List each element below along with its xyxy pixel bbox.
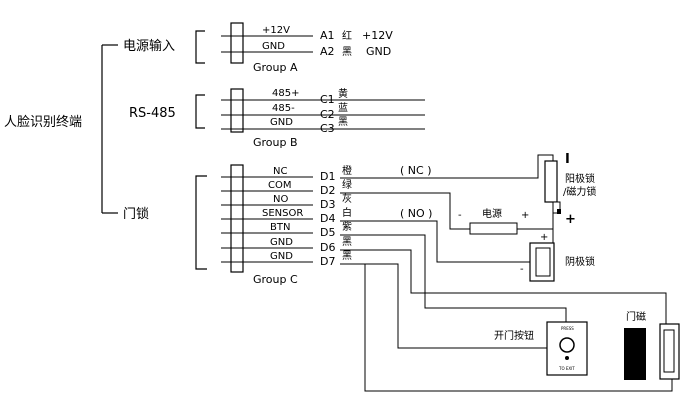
wire-d7-gnd-button xyxy=(340,263,547,349)
a1-color: 红 xyxy=(342,29,352,42)
d6-pin: GND xyxy=(270,237,293,248)
power-supply-plus: + xyxy=(521,210,529,221)
anode-lock-terminal xyxy=(557,209,561,214)
wire-d6-gnd xyxy=(340,249,667,324)
a2-color: 黑 xyxy=(342,46,352,58)
power-input-label: 电源输入 xyxy=(123,38,175,54)
d3-pin: NO xyxy=(273,194,288,205)
wire-d5-btn xyxy=(340,234,567,322)
power-supply-minus: - xyxy=(458,210,462,221)
a1-pin: +12V xyxy=(262,25,290,36)
d4-pin: SENSOR xyxy=(262,208,303,219)
d5-pin: BTN xyxy=(270,222,290,233)
exit-button-dot xyxy=(565,356,569,360)
c1-pin: 485+ xyxy=(272,88,299,99)
d2-code: D2 xyxy=(320,184,335,197)
d6-color: 黑 xyxy=(342,236,352,248)
rs485-label: RS-485 xyxy=(129,106,176,121)
bracket-group-b xyxy=(195,94,205,129)
d4-code: D4 xyxy=(320,212,335,225)
power-supply-label: 电源 xyxy=(482,207,502,220)
device-label: 人脸识别终端 xyxy=(4,114,82,130)
wire-d1-nc xyxy=(340,154,554,186)
bracket-group-c xyxy=(195,175,207,270)
group-b-label: Group B xyxy=(253,136,298,149)
d4-color: 白 xyxy=(342,206,352,219)
cathode-lock-label: 阴极锁 xyxy=(565,255,595,268)
connector-group-b xyxy=(230,88,244,133)
anode-lock-plus-sign: + xyxy=(565,212,576,227)
d2-pin: COM xyxy=(268,180,291,191)
bracket-group-a xyxy=(195,30,205,64)
c1-code: C1 xyxy=(320,93,335,106)
c2-code: C2 xyxy=(320,108,335,121)
a1-code: A1 xyxy=(320,29,335,42)
d3-code: D3 xyxy=(320,198,335,211)
exit-button-icon xyxy=(559,337,575,353)
wire-d2-com xyxy=(340,192,470,230)
d3-color: 灰 xyxy=(342,192,352,205)
anode-lock-minus-sign: I xyxy=(565,152,570,167)
c2-color: 蓝 xyxy=(338,102,348,114)
exit-button-to-exit-text: TO EXIT xyxy=(558,366,575,371)
c3-code: C3 xyxy=(320,122,335,135)
wire-d7-gnd-magnet xyxy=(354,263,673,392)
anode-lock-label: 阳极锁 xyxy=(565,172,595,185)
c1-color: 黄 xyxy=(338,87,348,100)
d7-pin: GND xyxy=(270,251,293,262)
a1-extra: +12V xyxy=(362,29,393,42)
a2-code: A2 xyxy=(320,45,335,58)
group-c-label: Group C xyxy=(253,273,298,286)
d7-code: D7 xyxy=(320,255,335,268)
nc-annotation: ( NC ) xyxy=(400,164,432,177)
anode-lock-box xyxy=(544,160,558,203)
cathode-lock-minus: - xyxy=(520,264,524,275)
wire-d4-no xyxy=(340,220,530,263)
d1-code: D1 xyxy=(320,170,335,183)
c3-pin: GND xyxy=(270,117,293,128)
connector-group-a xyxy=(230,22,244,64)
exit-button-label: 开门按钮 xyxy=(494,329,534,342)
door-magnet-label: 门磁 xyxy=(626,310,646,323)
c2-pin: 485- xyxy=(272,103,295,114)
cathode-lock-inner xyxy=(535,247,551,277)
power-supply-box xyxy=(469,222,518,235)
exit-button-press-text: PRESS xyxy=(561,326,574,331)
c3-color: 黑 xyxy=(338,116,348,128)
main-tree xyxy=(101,30,207,270)
a2-pin: GND xyxy=(262,41,285,52)
d5-code: D5 xyxy=(320,226,335,239)
d1-color: 橙 xyxy=(342,164,352,177)
d1-pin: NC xyxy=(273,166,287,177)
a2-extra: GND xyxy=(366,45,391,58)
d7-color: 黑 xyxy=(342,250,352,262)
cathode-lock-plus: + xyxy=(540,232,548,243)
d5-color: 紫 xyxy=(342,221,352,233)
d2-color: 绿 xyxy=(342,178,352,191)
no-annotation: ( NO ) xyxy=(400,207,432,220)
door-magnet-sensor-inner xyxy=(663,329,675,373)
group-a-label: Group A xyxy=(253,61,298,74)
anode-lock-latch xyxy=(552,201,561,214)
d6-code: D6 xyxy=(320,241,335,254)
mag-lock-label: /磁力锁 xyxy=(563,185,596,198)
door-lock-label: 门锁 xyxy=(123,206,149,222)
door-magnet-bar xyxy=(624,328,646,380)
